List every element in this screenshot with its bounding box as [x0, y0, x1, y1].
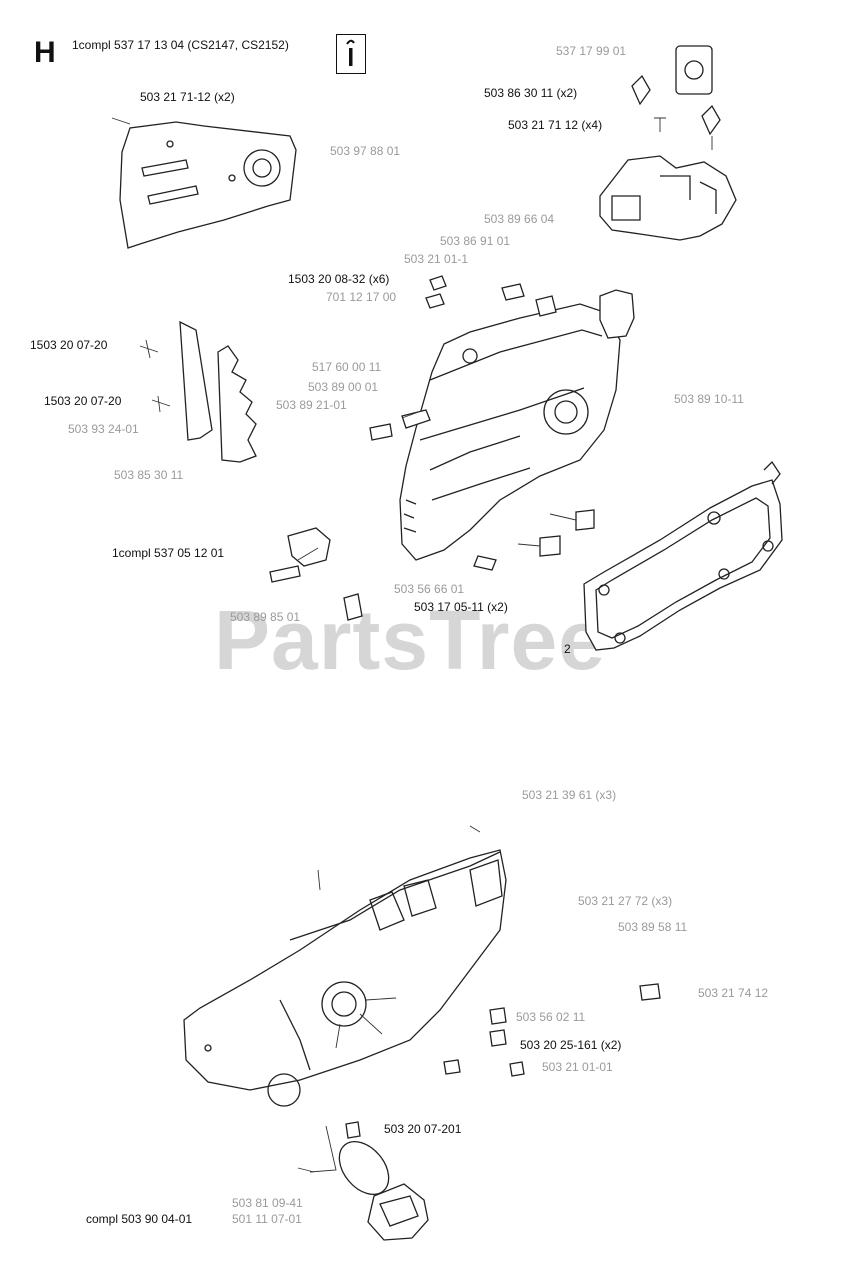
gasket: [583, 460, 783, 651]
callout-label: 503 85 30 11: [114, 468, 184, 482]
callout-label: 503 17 05-11 (x2): [414, 600, 508, 614]
callout-label: 503 89 85 01: [230, 610, 301, 624]
callout-label: 503 21 01-01: [542, 1060, 613, 1074]
callout-label: 701 12 17 00: [326, 290, 397, 304]
callout-label: 1compl 537 05 12 01: [112, 546, 225, 560]
callout-label: 517 60 00 11: [312, 360, 382, 374]
callout-label: 503 86 91 01: [440, 234, 511, 248]
callout-label: 501 11 07-01: [232, 1212, 302, 1226]
bolts: [343, 275, 595, 621]
callout-label: compl 503 90 04-01: [86, 1212, 193, 1226]
callout-label: 503 97 88 01: [330, 144, 401, 158]
callout-label: 503 21 27 72 (x3): [578, 894, 673, 908]
callout-label: 503 93 24-01: [68, 422, 139, 436]
lower-bolts: [309, 983, 661, 1173]
callout-label: 503 89 66 04: [484, 212, 555, 226]
assembly-title: 1compl 537 17 13 04 (CS2147, CS2152): [72, 38, 289, 52]
callout-label: 503 86 30 11 (x2): [484, 86, 578, 100]
callout-label: 1503 20 08-32 (x6): [288, 272, 390, 286]
callout-label: 503 21 01-1: [404, 252, 469, 266]
callout-label: 503 89 00 01: [308, 380, 379, 394]
crankcase: [399, 289, 635, 561]
watermark-text: PartsTree: [214, 593, 606, 687]
callout-label: 503 89 58 11: [618, 920, 688, 934]
callout-label: 503 20 25-161 (x2): [520, 1038, 622, 1052]
callout-label: 1503 20 07-20: [44, 394, 122, 408]
callout-label: 503 56 02 11: [516, 1010, 586, 1024]
callout-label: 503 21 71 12 (x4): [508, 118, 603, 132]
callout-label: 2: [564, 642, 571, 656]
callout-label: 503 21 71-12 (x2): [140, 90, 235, 104]
callout-label: 503 21 39 61 (x3): [522, 788, 617, 802]
callout-label: 537 17 99 01: [556, 44, 627, 58]
chain-tensioner: [269, 527, 331, 583]
info-icon[interactable]: [336, 34, 366, 74]
callout-label: 503 21 74 12: [698, 986, 769, 1000]
carburetor-bracket: [599, 45, 737, 241]
callout-label: 503 89 10-11: [674, 392, 744, 406]
bumper-spike: [139, 320, 257, 463]
callout-label: 503 20 07-201: [384, 1122, 462, 1136]
callout-label: 1503 20 07-20: [30, 338, 108, 352]
callout-label: 503 56 66 01: [394, 582, 465, 596]
callout-label: 503 89 21-01: [276, 398, 347, 412]
section-letter: H: [34, 36, 56, 69]
crankcase-cover: [183, 825, 507, 1107]
seal-ring: [297, 1141, 429, 1241]
chain-guide-plate: [111, 117, 297, 249]
callout-label: 503 81 09-41: [232, 1196, 303, 1210]
